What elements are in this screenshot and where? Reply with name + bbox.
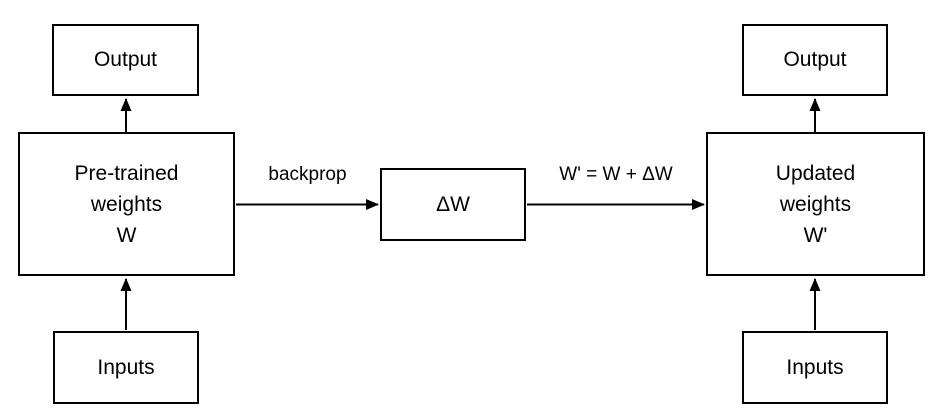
node-inputs-right: Inputs	[742, 331, 888, 404]
node-inputs-left: Inputs	[53, 331, 199, 404]
node-output-left-label: Output	[93, 48, 158, 71]
node-pretrained-weights: Pre-trained weights W	[18, 132, 235, 276]
edge-label-weight-update: W' = W + ΔW	[559, 164, 673, 185]
node-output-left: Output	[52, 24, 199, 96]
node-output-right-label: Output	[783, 48, 847, 71]
node-updated-weights-label: Updated weights W'	[775, 161, 856, 247]
node-delta-w: ΔW	[380, 168, 526, 241]
node-delta-w-label: ΔW	[436, 192, 470, 216]
edge-label-backprop: backprop	[268, 164, 347, 185]
node-pretrained-weights-label: Pre-trained weights W	[74, 161, 179, 247]
node-updated-weights: Updated weights W'	[706, 132, 925, 276]
node-inputs-right-label: Inputs	[786, 355, 844, 379]
node-inputs-left-label: Inputs	[97, 355, 155, 379]
node-output-right: Output	[742, 24, 888, 96]
